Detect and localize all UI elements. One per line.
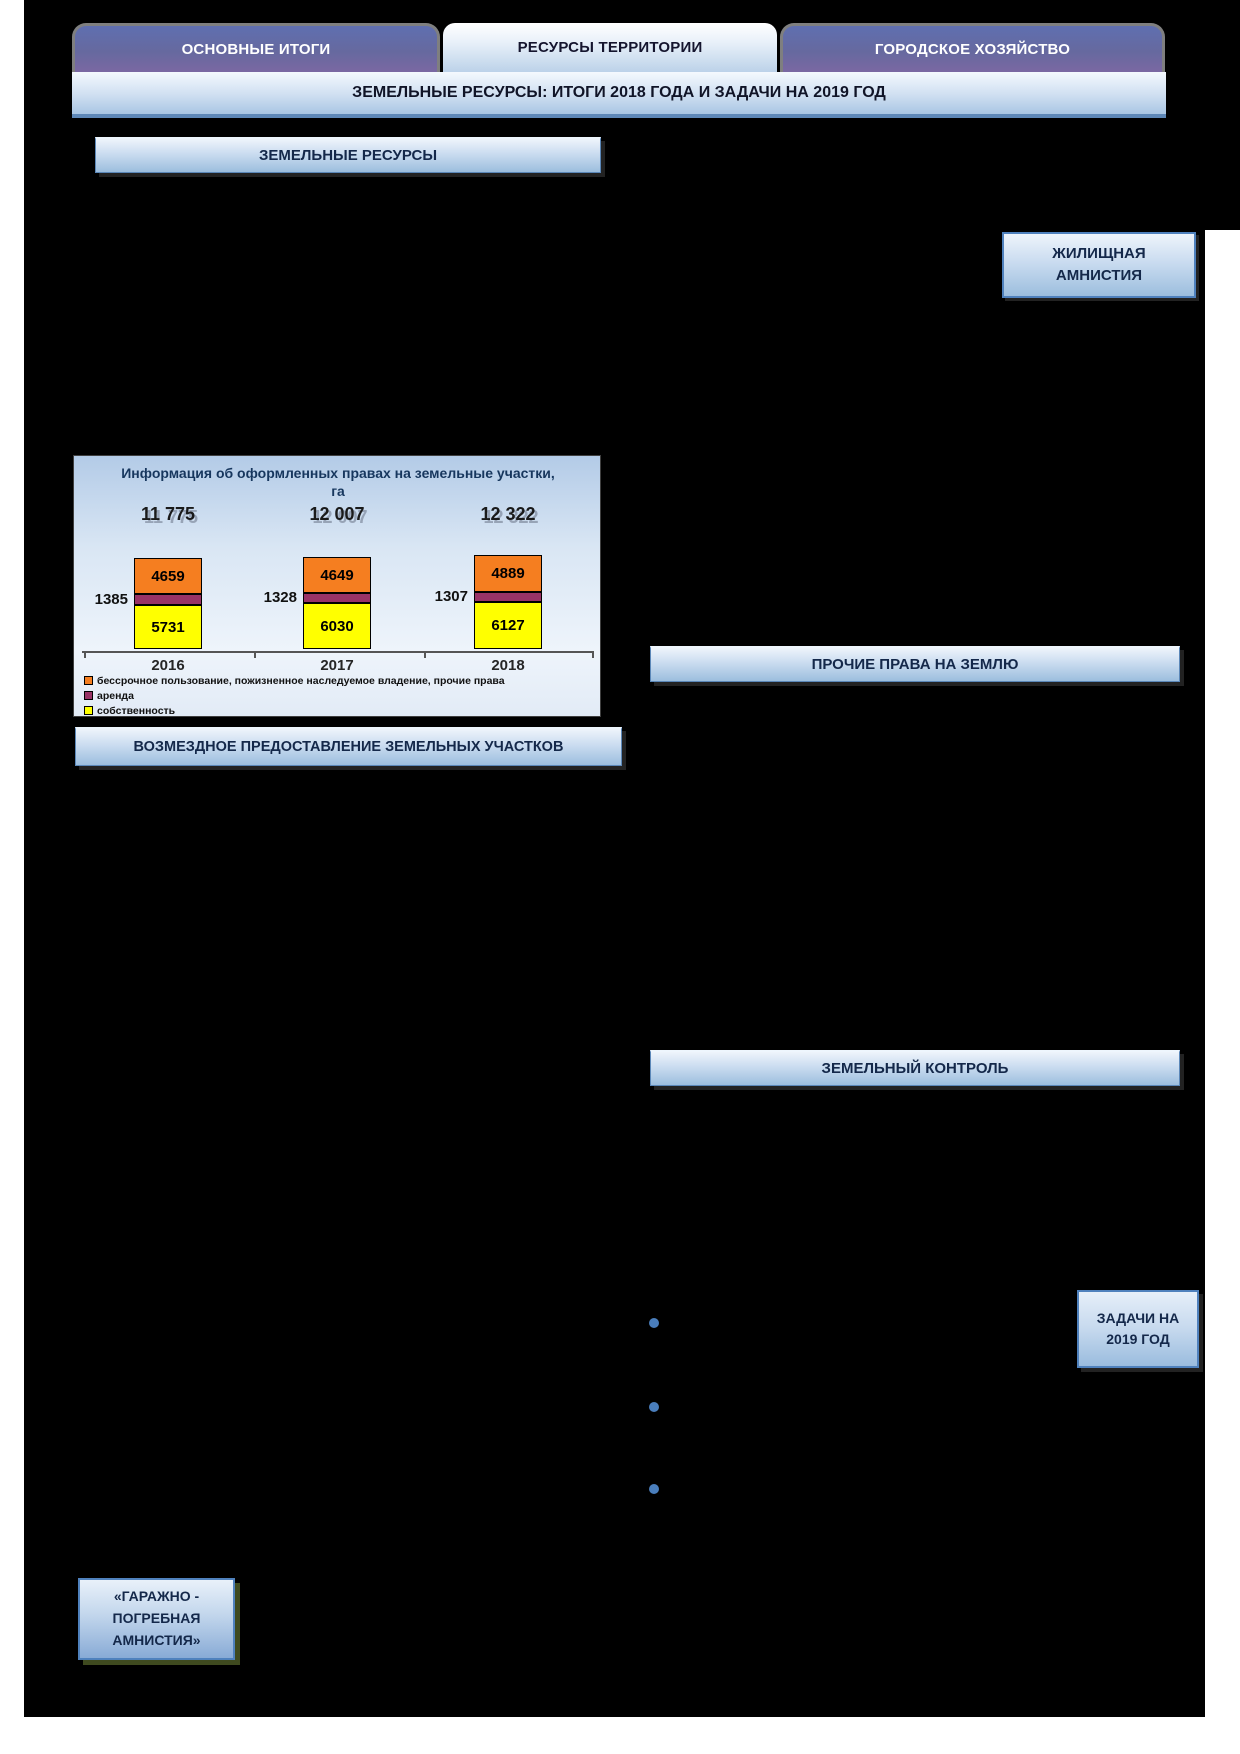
bullet-dot-3 [649, 1484, 659, 1494]
bar-segment-2016: 5731 [134, 605, 202, 649]
section-header-garage-amnesty: «ГАРАЖНО - ПОГРЕБНАЯ АМНИСТИЯ» [78, 1578, 235, 1660]
bar-side-value-2016: 1385 [94, 590, 128, 608]
legend-swatch [84, 691, 93, 700]
bullet-dot-1 [649, 1318, 659, 1328]
section-header-other-land-rights-label: ПРОЧИЕ ПРАВА НА ЗЕМЛЮ [811, 655, 1019, 673]
bar-side-value-2018: 1307 [434, 588, 468, 605]
x-axis-tick-1 [254, 651, 256, 658]
bar-side-value-2017: 1328 [263, 589, 297, 606]
axis-category-2018: 2018 [491, 657, 525, 674]
section-header-land-resources: ЗЕМЕЛЬНЫЕ РЕСУРСЫ [95, 137, 601, 173]
chart: Информация об оформленных правах на земе… [73, 455, 601, 717]
page-title-text: ЗЕМЕЛЬНЫЕ РЕСУРСЫ: ИТОГИ 2018 ГОДА И ЗАД… [352, 84, 886, 101]
x-axis-tick-2 [424, 651, 426, 658]
legend-swatch [84, 706, 93, 715]
page-title: ЗЕМЕЛЬНЫЕ РЕСУРСЫ: ИТОГИ 2018 ГОДА И ЗАД… [72, 72, 1166, 118]
bullet-dot-2 [649, 1402, 659, 1412]
tab-territory-resources-label: РЕСУРСЫ ТЕРРИТОРИИ [517, 39, 703, 56]
tab-main-results-label: ОСНОВНЫЕ ИТОГИ [181, 40, 331, 58]
x-axis-tick-3 [592, 651, 594, 658]
axis-category-2016: 2016 [151, 657, 185, 674]
legend-label: собственность [97, 704, 176, 717]
tab-city-services-label: ГОРОДСКОЕ ХОЗЯЙСТВО [874, 40, 1071, 58]
section-header-tasks-2019-label: ЗАДАЧИ НА 2019 ГОД [1096, 1310, 1180, 1347]
legend-item: собственность [84, 704, 175, 717]
legend-item: аренда [84, 689, 134, 702]
section-header-housing-amnesty-label: ЖИЛИЩНАЯ АМНИСТИЯ [1052, 244, 1146, 285]
bar-segment-2017 [303, 593, 371, 603]
section-header-paid-provision: ВОЗМЕЗДНОЕ ПРЕДОСТАВЛЕНИЕ ЗЕМЕЛЬНЫХ УЧАС… [75, 727, 622, 766]
section-header-garage-amnesty-label: «ГАРАЖНО - ПОГРЕБНАЯ АМНИСТИЯ» [112, 1588, 201, 1648]
section-header-other-land-rights: ПРОЧИЕ ПРАВА НА ЗЕМЛЮ [650, 646, 1180, 682]
x-axis [82, 651, 594, 653]
bar-segment-2018: 6127 [474, 602, 542, 649]
bar-total-2017: 12 007 [309, 504, 365, 524]
x-axis-tick-0 [84, 651, 86, 658]
bar-segment-2018: 4889 [474, 555, 542, 592]
tab-main-results[interactable]: ОСНОВНЫЕ ИТОГИ [72, 23, 440, 72]
bar-segment-2018 [474, 592, 542, 602]
section-header-paid-provision-label: ВОЗМЕЗДНОЕ ПРЕДОСТАВЛЕНИЕ ЗЕМЕЛЬНЫХ УЧАС… [133, 738, 564, 755]
legend-swatch [84, 676, 93, 685]
section-header-housing-amnesty: ЖИЛИЩНАЯ АМНИСТИЯ [1002, 232, 1196, 298]
bar-total-2016: 11 775 [140, 504, 196, 524]
slide-background-top-right [1205, 0, 1240, 230]
bar-segment-2017: 4649 [303, 557, 371, 593]
legend-label: бессрочное пользование, пожизненное насл… [97, 674, 505, 687]
axis-category-2017: 2017 [320, 657, 354, 674]
chart-title: Информация об оформленных правах на земе… [121, 465, 555, 500]
section-header-land-resources-label: ЗЕМЕЛЬНЫЕ РЕСУРСЫ [258, 146, 438, 164]
section-header-land-control: ЗЕМЕЛЬНЫЙ КОНТРОЛЬ [650, 1050, 1180, 1086]
bar-segment-2016 [134, 594, 202, 605]
tab-city-services[interactable]: ГОРОДСКОЕ ХОЗЯЙСТВО [780, 23, 1165, 72]
bar-total-2018: 12 322 [480, 504, 536, 524]
bar-segment-2017: 6030 [303, 603, 371, 649]
tab-territory-resources[interactable]: РЕСУРСЫ ТЕРРИТОРИИ [443, 23, 777, 72]
section-header-tasks-2019: ЗАДАЧИ НА 2019 ГОД [1077, 1290, 1199, 1368]
legend-item: бессрочное пользование, пожизненное насл… [84, 674, 505, 687]
section-header-land-control-label: ЗЕМЕЛЬНЫЙ КОНТРОЛЬ [821, 1059, 1009, 1077]
bar-segment-2016: 4659 [134, 558, 202, 594]
legend-label: аренда [97, 689, 134, 702]
